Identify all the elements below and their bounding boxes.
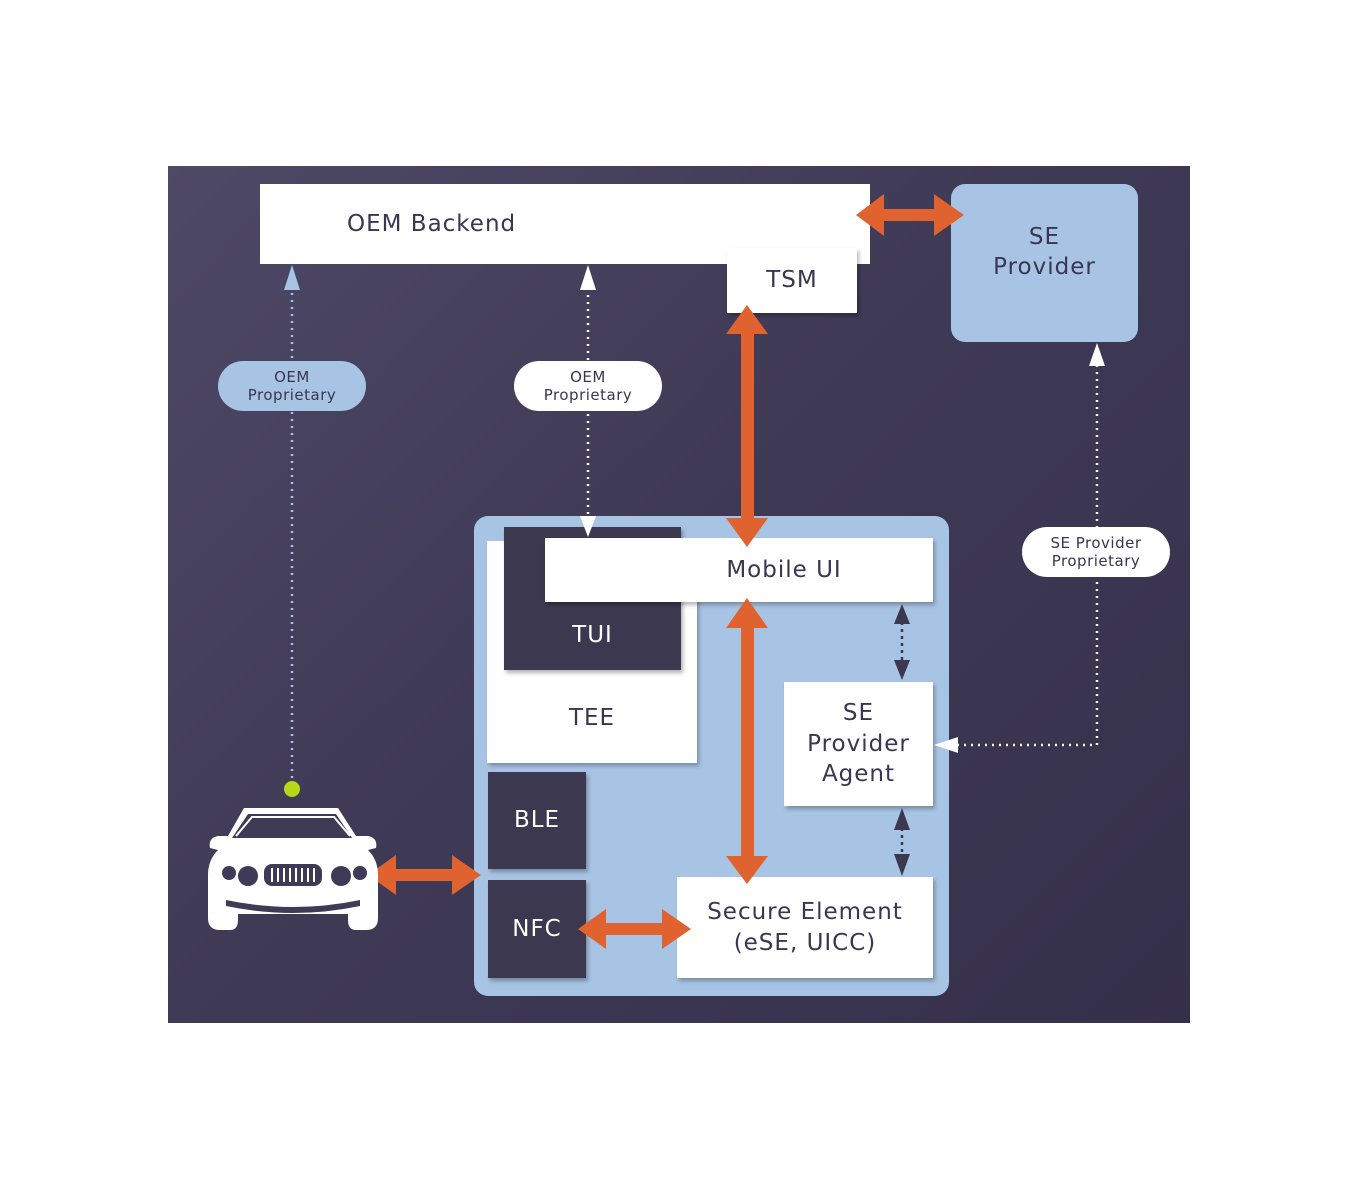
mobile-ui-secure-element-arrow <box>726 598 768 884</box>
oem-backend-box: OEM Backend <box>260 184 870 264</box>
secure-element-box: Secure Element (eSE, UICC) <box>677 877 933 978</box>
se-provider-label: SE Provider <box>993 223 1096 280</box>
oem-backend-label: OEM Backend <box>347 210 517 237</box>
tsm-label: TSM <box>766 267 818 294</box>
ble-box: BLE <box>488 772 586 869</box>
oem-proprietary-left-label: OEM Proprietary <box>247 368 337 404</box>
se-provider-agent-label: SE Provider Agent <box>807 700 910 788</box>
se-provider-proprietary-label: SE Provider Proprietary <box>1050 534 1142 570</box>
nfc-label: NFC <box>512 915 562 942</box>
agent-secure-element-connector <box>894 808 910 876</box>
nfc-box: NFC <box>488 880 586 978</box>
se-provider-box: SE Provider <box>951 184 1138 342</box>
tsm-mobile-ui-arrow <box>726 305 768 547</box>
backend-se-provider-arrow <box>856 194 964 236</box>
oem-proprietary-left-pill: OEM Proprietary <box>218 361 366 411</box>
car-device-arrow <box>368 855 481 895</box>
tsm-box: TSM <box>727 248 857 313</box>
mobile-ui-label: Mobile UI <box>726 556 842 583</box>
se-provider-proprietary-pill: SE Provider Proprietary <box>1022 527 1170 577</box>
car-icon <box>208 808 378 930</box>
mobile-ui-box: Mobile UI <box>545 538 933 602</box>
tui-label: TUI <box>572 621 613 648</box>
oem-proprietary-mid-pill: OEM Proprietary <box>514 361 662 411</box>
mobile-ui-agent-connector <box>894 604 910 680</box>
secure-element-label: Secure Element (eSE, UICC) <box>707 899 903 956</box>
nfc-secure-element-arrow <box>578 909 691 949</box>
oem-proprietary-left-connector <box>284 265 300 797</box>
connection-dot <box>284 781 300 797</box>
tee-label: TEE <box>568 704 616 731</box>
oem-proprietary-mid-connector <box>580 265 596 537</box>
ble-label: BLE <box>513 807 561 834</box>
se-provider-proprietary-connector <box>934 343 1105 753</box>
oem-proprietary-mid-label: OEM Proprietary <box>543 368 633 404</box>
se-provider-agent-box: SE Provider Agent <box>784 682 933 806</box>
